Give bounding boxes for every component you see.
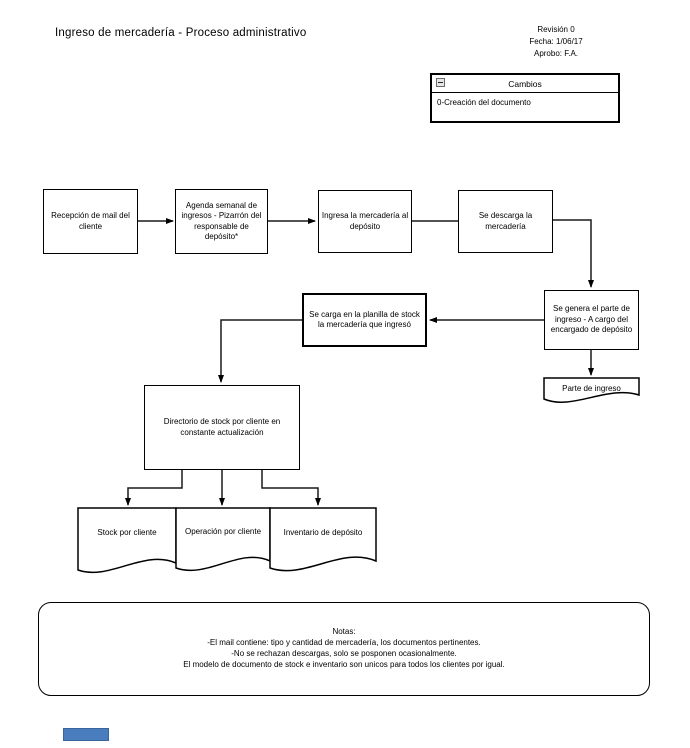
- flow-node-directorio-stock: Directorio de stock por cliente en const…: [144, 385, 300, 470]
- document-label-inventario-deposito: Inventario de depósito: [283, 527, 363, 537]
- changes-table-row: 0-Creación del documento: [437, 98, 531, 107]
- notes-heading: Notas:: [332, 627, 356, 636]
- revision-approver: Aprobo: F.A.: [533, 49, 579, 58]
- page-title: Ingreso de mercadería - Proceso administ…: [55, 27, 307, 39]
- flow-node-descarga-mercaderia: Se descarga la mercadería: [458, 190, 553, 253]
- notes-line: El modelo de documento de stock e invent…: [183, 660, 505, 669]
- document-label-parte-ingreso: Parte de ingreso: [562, 383, 621, 393]
- flow-node-recepcion-mail: Recepción de mail del cliente: [43, 189, 138, 254]
- flow-node-agenda-semanal: Agenda semanal de ingresos - Pizarrón de…: [175, 189, 268, 254]
- arrow-directorio-to-stock: [125, 470, 183, 506]
- changes-table-title: Cambios: [508, 78, 542, 89]
- arrow-directorio-to-inventario: [261, 470, 321, 506]
- changes-table-header: Cambios: [432, 75, 618, 93]
- flow-node-carga-planilla: Se carga en la planilla de stock la merc…: [302, 293, 427, 347]
- document-label-stock-cliente: Stock por cliente: [97, 527, 157, 537]
- arrow-descarga-to-parte: [553, 219, 594, 288]
- revision-block: Revisión 0 Fecha: 1/06/17 Aprobo: F.A.: [500, 24, 612, 60]
- notes-box: Notas: -El mail contiene: tipo y cantida…: [38, 602, 650, 696]
- revision-number: Revisión 0: [537, 25, 575, 34]
- notes-line: -El mail contiene: tipo y cantidad de me…: [207, 638, 481, 647]
- flow-node-genera-parte: Se genera el parte de ingreso - A cargo …: [544, 290, 639, 350]
- page-tab[interactable]: [63, 728, 109, 741]
- collapse-minus-icon[interactable]: [436, 78, 445, 87]
- notes-line: -No se rechazan descargas, solo se pospo…: [231, 649, 457, 658]
- document-label-operacion-cliente: Operación por cliente: [184, 526, 262, 536]
- flow-node-ingresa-mercaderia: Ingresa la mercadería al depósito: [318, 190, 412, 253]
- revision-date: Fecha: 1/06/17: [529, 37, 583, 46]
- changes-table: Cambios 0-Creación del documento: [430, 73, 620, 123]
- arrow-planilla-to-directorio: [218, 319, 302, 383]
